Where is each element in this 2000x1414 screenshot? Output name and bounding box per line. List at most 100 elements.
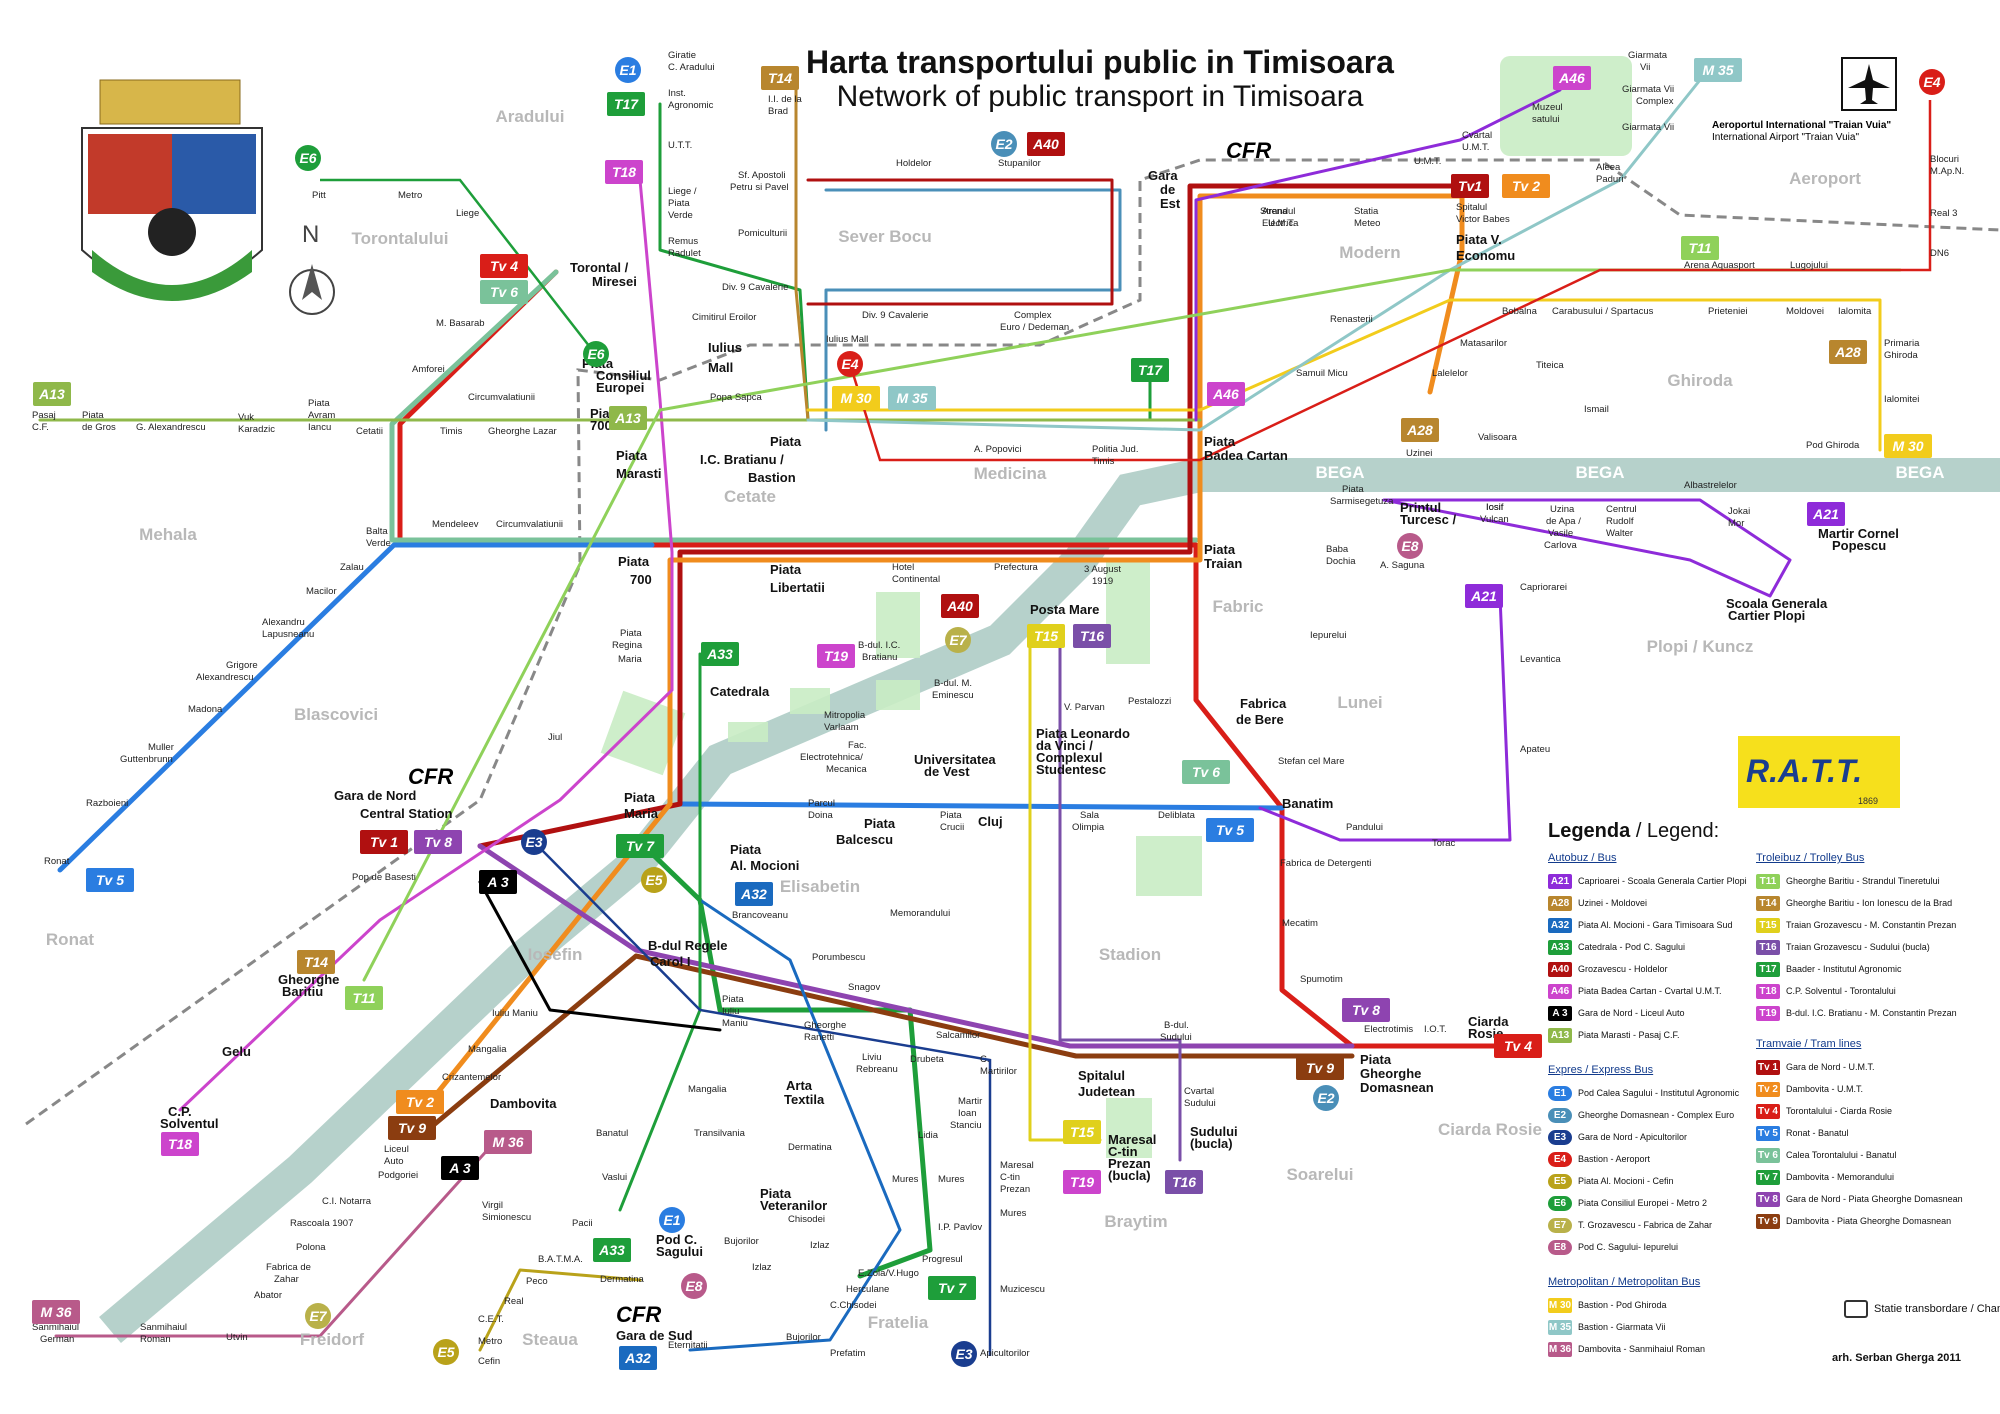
line-badge[interactable]: E8 xyxy=(1397,533,1423,559)
line-badge-shape[interactable] xyxy=(761,66,799,90)
line-badge[interactable]: A28 xyxy=(1401,418,1439,442)
line-badge-shape[interactable] xyxy=(297,950,335,974)
line-badge[interactable]: Tv1 xyxy=(1451,174,1489,198)
line-badge-shape[interactable] xyxy=(888,386,936,410)
line-badge[interactable]: E2 xyxy=(1313,1085,1339,1111)
line-badge[interactable]: A 3 xyxy=(441,1156,479,1180)
line-badge[interactable]: T19 xyxy=(1063,1170,1101,1194)
line-badge[interactable]: M 30 xyxy=(1884,434,1932,458)
line-badge[interactable]: Tv 6 xyxy=(1182,760,1230,784)
line-badge[interactable]: T17 xyxy=(607,92,645,116)
line-badge[interactable]: A28 xyxy=(1829,340,1867,364)
line-badge-shape[interactable] xyxy=(1027,132,1065,156)
line-badge-shape[interactable] xyxy=(1206,818,1254,842)
line-badge-shape[interactable] xyxy=(1681,236,1719,260)
line-badge[interactable]: E6 xyxy=(583,341,609,367)
line-badge-shape[interactable] xyxy=(991,131,1017,157)
line-badge[interactable]: T14 xyxy=(761,66,799,90)
line-badge-shape[interactable] xyxy=(345,986,383,1010)
line-badge-shape[interactable] xyxy=(1451,174,1489,198)
line-badge[interactable]: Tv 8 xyxy=(1342,998,1390,1022)
line-badge-shape[interactable] xyxy=(609,406,647,430)
line-badge[interactable]: T11 xyxy=(345,986,383,1010)
line-badge-shape[interactable] xyxy=(1296,1056,1344,1080)
line-badge[interactable]: E5 xyxy=(433,1339,459,1365)
line-badge[interactable]: A13 xyxy=(609,406,647,430)
line-badge[interactable]: A13 xyxy=(33,382,71,406)
line-badge-shape[interactable] xyxy=(1502,174,1550,198)
line-badge-shape[interactable] xyxy=(1494,1034,1542,1058)
line-badge-shape[interactable] xyxy=(1063,1120,1101,1144)
line-badge[interactable]: M 36 xyxy=(484,1130,532,1154)
line-badge-shape[interactable] xyxy=(484,1130,532,1154)
line-badge[interactable]: A33 xyxy=(593,1238,631,1262)
line-badge[interactable]: E8 xyxy=(681,1273,707,1299)
line-badge-shape[interactable] xyxy=(945,627,971,653)
line-badge[interactable]: A32 xyxy=(619,1346,657,1370)
line-badge[interactable]: Tv 5 xyxy=(1206,818,1254,842)
line-badge-shape[interactable] xyxy=(616,834,664,858)
line-badge[interactable]: E1 xyxy=(659,1207,685,1233)
line-badge-shape[interactable] xyxy=(480,254,528,278)
line-badge-shape[interactable] xyxy=(479,870,517,894)
line-badge[interactable]: E7 xyxy=(945,627,971,653)
line-badge-shape[interactable] xyxy=(701,642,739,666)
line-badge-shape[interactable] xyxy=(817,644,855,668)
line-badge[interactable]: M 36 xyxy=(32,1300,80,1324)
line-badge-shape[interactable] xyxy=(305,1303,331,1329)
line-badge-shape[interactable] xyxy=(388,1116,436,1140)
line-badge-shape[interactable] xyxy=(605,160,643,184)
line-badge[interactable]: Tv 2 xyxy=(1502,174,1550,198)
line-badge-shape[interactable] xyxy=(1165,1170,1203,1194)
line-badge[interactable]: A21 xyxy=(1465,584,1503,608)
line-badge[interactable]: Tv 9 xyxy=(388,1116,436,1140)
line-badge[interactable]: A46 xyxy=(1553,66,1591,90)
line-badge[interactable]: E1 xyxy=(615,57,641,83)
line-badge[interactable]: T14 xyxy=(297,950,335,974)
line-badge-shape[interactable] xyxy=(1553,66,1591,90)
line-badge[interactable]: A 3 xyxy=(479,870,517,894)
line-badge-shape[interactable] xyxy=(441,1156,479,1180)
line-badge-shape[interactable] xyxy=(295,145,321,171)
line-badge[interactable]: A21 xyxy=(1807,502,1845,526)
line-badge[interactable]: Tv 5 xyxy=(86,868,134,892)
line-badge[interactable]: T18 xyxy=(605,160,643,184)
line-badge[interactable]: M 30 xyxy=(832,386,880,410)
line-badge-shape[interactable] xyxy=(928,1276,976,1300)
line-badge[interactable]: E5 xyxy=(641,867,667,893)
line-badge-shape[interactable] xyxy=(1919,69,1945,95)
line-badge[interactable]: M 35 xyxy=(888,386,936,410)
line-badge-shape[interactable] xyxy=(583,341,609,367)
line-badge-shape[interactable] xyxy=(832,386,880,410)
line-badge-shape[interactable] xyxy=(1313,1085,1339,1111)
line-badge[interactable]: A46 xyxy=(1207,382,1245,406)
line-badge[interactable]: E3 xyxy=(951,1341,977,1367)
line-badge-shape[interactable] xyxy=(1397,533,1423,559)
line-badge-shape[interactable] xyxy=(641,867,667,893)
line-badge[interactable]: A32 xyxy=(735,882,773,906)
line-badge-shape[interactable] xyxy=(735,882,773,906)
line-badge[interactable]: Tv 6 xyxy=(480,280,528,304)
line-badge-shape[interactable] xyxy=(615,57,641,83)
line-badge-shape[interactable] xyxy=(33,382,71,406)
line-badge-shape[interactable] xyxy=(396,1090,444,1114)
line-badge[interactable]: T11 xyxy=(1681,236,1719,260)
line-badge-shape[interactable] xyxy=(1342,998,1390,1022)
line-badge-shape[interactable] xyxy=(681,1273,707,1299)
line-badge[interactable]: T16 xyxy=(1165,1170,1203,1194)
line-badge[interactable]: E2 xyxy=(991,131,1017,157)
line-badge[interactable]: Tv 7 xyxy=(616,834,664,858)
line-badge[interactable]: T17 xyxy=(1131,358,1169,382)
line-badge[interactable]: T16 xyxy=(1073,624,1111,648)
line-badge-shape[interactable] xyxy=(1073,624,1111,648)
line-badge[interactable]: Tv 7 xyxy=(928,1276,976,1300)
line-badge[interactable]: Tv 8 xyxy=(414,830,462,854)
line-badge-shape[interactable] xyxy=(521,829,547,855)
line-badge[interactable]: E6 xyxy=(295,145,321,171)
line-badge-shape[interactable] xyxy=(86,868,134,892)
line-badge-shape[interactable] xyxy=(414,830,462,854)
line-badge[interactable]: Tv 2 xyxy=(396,1090,444,1114)
line-badge[interactable]: M 35 xyxy=(1694,58,1742,82)
line-badge-shape[interactable] xyxy=(480,280,528,304)
line-badge[interactable]: E4 xyxy=(1919,69,1945,95)
